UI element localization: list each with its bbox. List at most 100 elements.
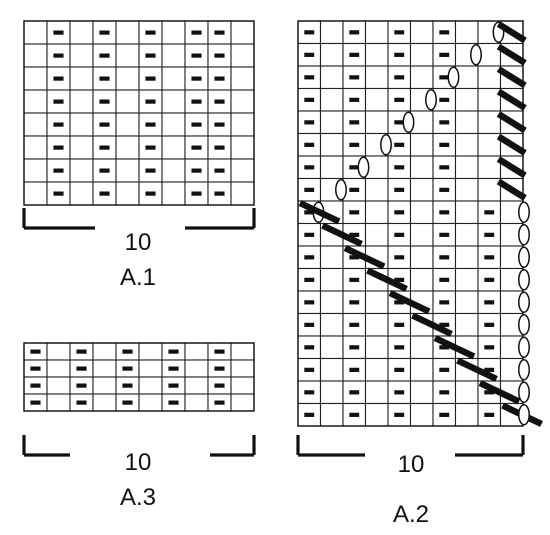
chart-a2-cell bbox=[409, 357, 434, 382]
chart-a2-purl-symbol bbox=[349, 97, 360, 102]
chart-a2-yarn-over-symbol bbox=[335, 179, 347, 201]
chart-a2-cell bbox=[454, 312, 479, 337]
chart-a1-cell bbox=[69, 43, 94, 68]
chart-a2-cell bbox=[364, 65, 389, 90]
chart-a2-yarn-over-symbol bbox=[518, 336, 530, 358]
chart-a1-cell bbox=[230, 66, 255, 91]
chart-a3-cell bbox=[184, 342, 209, 361]
chart-a2-purl-symbol bbox=[394, 75, 405, 80]
chart-a1-cell bbox=[115, 20, 140, 45]
chart-a2-cell bbox=[477, 155, 502, 180]
chart-a3-cell bbox=[230, 342, 255, 361]
chart-a2-purl-symbol bbox=[304, 187, 315, 192]
chart-a2-purl-symbol bbox=[394, 52, 405, 57]
chart-a3-cell bbox=[92, 359, 117, 378]
chart-a1-cell bbox=[115, 135, 140, 160]
chart-a1-purl-symbol bbox=[191, 122, 202, 127]
chart-a1-purl-symbol bbox=[99, 191, 110, 196]
chart-a2-yarn-over-symbol bbox=[470, 44, 482, 66]
chart-a2-title: A.2 bbox=[393, 501, 429, 528]
chart-a1-stitch-count: 10 bbox=[125, 229, 152, 256]
chart-a3-title: A.3 bbox=[120, 484, 156, 511]
chart-a1-purl-symbol bbox=[99, 99, 110, 104]
chart-a2-purl-symbol bbox=[349, 52, 360, 57]
chart-a2-cell bbox=[319, 87, 344, 112]
chart-a2-purl-symbol bbox=[484, 277, 495, 282]
chart-a2-purl-symbol bbox=[394, 97, 405, 102]
chart-a2-purl-symbol bbox=[484, 300, 495, 305]
chart-a2-purl-symbol bbox=[349, 345, 360, 350]
chart-a2-purl-symbol bbox=[484, 210, 495, 215]
chart-a2-purl-symbol bbox=[484, 345, 495, 350]
chart-a2-stitch-count: 10 bbox=[398, 451, 425, 478]
chart-a2-purl-symbol bbox=[394, 277, 405, 282]
chart-a2-purl-symbol bbox=[439, 210, 450, 215]
chart-a1-purl-symbol bbox=[53, 191, 64, 196]
chart-a2-cell bbox=[364, 42, 389, 67]
chart-a1-purl-symbol bbox=[99, 76, 110, 81]
chart-a2-cell bbox=[319, 65, 344, 90]
chart-a2-cell bbox=[364, 402, 389, 427]
chart-a1-purl-symbol bbox=[99, 145, 110, 150]
chart-a2-purl-symbol bbox=[394, 300, 405, 305]
chart-a3-purl-symbol bbox=[30, 383, 41, 388]
chart-a2-purl-symbol bbox=[349, 322, 360, 327]
chart-a1-cell bbox=[23, 20, 48, 45]
chart-a3-cell bbox=[230, 359, 255, 378]
chart-a3-border bbox=[23, 342, 255, 412]
chart-a3-cell bbox=[138, 376, 163, 395]
chart-a2-cell bbox=[319, 290, 344, 315]
chart-a2-cell bbox=[454, 222, 479, 247]
chart-a2-cable-symbol bbox=[433, 335, 476, 360]
chart-a2-purl-symbol bbox=[349, 390, 360, 395]
chart-a1-cell bbox=[69, 158, 94, 183]
chart-a2-cell bbox=[364, 110, 389, 135]
chart-a2-purl-symbol bbox=[394, 30, 405, 35]
chart-a2-purl-symbol bbox=[439, 187, 450, 192]
chart-a2-purl-symbol bbox=[349, 210, 360, 215]
chart-a1-title: A.1 bbox=[120, 264, 156, 291]
chart-a2-purl-symbol bbox=[304, 322, 315, 327]
chart-a1-cell bbox=[69, 135, 94, 160]
chart-a2-yarn-over-symbol bbox=[518, 314, 530, 336]
chart-a2-cell bbox=[409, 20, 434, 45]
chart-a2-purl-symbol bbox=[349, 30, 360, 35]
chart-a2-cell bbox=[409, 132, 434, 157]
chart-a2-purl-symbol bbox=[484, 367, 495, 372]
chart-a2-purl-symbol bbox=[484, 412, 495, 417]
chart-a1-cell bbox=[115, 89, 140, 114]
chart-a2-purl-symbol bbox=[304, 367, 315, 372]
chart-a1-purl-symbol bbox=[53, 168, 64, 173]
chart-a2-cell bbox=[477, 132, 502, 157]
chart-a2-purl-symbol bbox=[304, 232, 315, 237]
chart-a3-purl-symbol bbox=[76, 349, 87, 354]
chart-a3-cell bbox=[230, 376, 255, 395]
chart-a2-yarn-over-symbol bbox=[447, 66, 460, 88]
chart-a3-stitch-count: 10 bbox=[125, 449, 152, 476]
chart-a1-cell bbox=[230, 20, 255, 45]
chart-a1-purl-symbol bbox=[145, 191, 156, 196]
chart-a2-cable-symbol bbox=[456, 357, 498, 382]
chart-a1-cell bbox=[230, 158, 255, 183]
chart-a2-purl-symbol bbox=[484, 255, 495, 260]
chart-a2-cell bbox=[364, 335, 389, 360]
chart-a2-cell bbox=[409, 200, 434, 225]
chart-a2-yarn-over-symbol bbox=[380, 134, 392, 156]
chart-a2-purl-symbol bbox=[349, 187, 360, 192]
chart-a2-purl-symbol bbox=[439, 322, 450, 327]
chart-a2-cell bbox=[454, 402, 479, 427]
chart-a2-cell bbox=[454, 380, 479, 405]
chart-a1-purl-symbol bbox=[214, 30, 225, 35]
chart-a3-purl-symbol bbox=[30, 366, 41, 371]
chart-a2-purl-symbol bbox=[394, 322, 405, 327]
chart-a2-purl-symbol bbox=[349, 232, 360, 237]
chart-a1-purl-symbol bbox=[191, 30, 202, 35]
chart-a3-purl-symbol bbox=[122, 366, 133, 371]
chart-a3-cell bbox=[92, 393, 117, 412]
chart-a1-cell bbox=[161, 66, 186, 91]
chart-a1-cell bbox=[23, 181, 48, 206]
chart-a3-purl-symbol bbox=[76, 383, 87, 388]
chart-a2-purl-symbol bbox=[349, 120, 360, 125]
chart-a2-purl-symbol bbox=[349, 75, 360, 80]
